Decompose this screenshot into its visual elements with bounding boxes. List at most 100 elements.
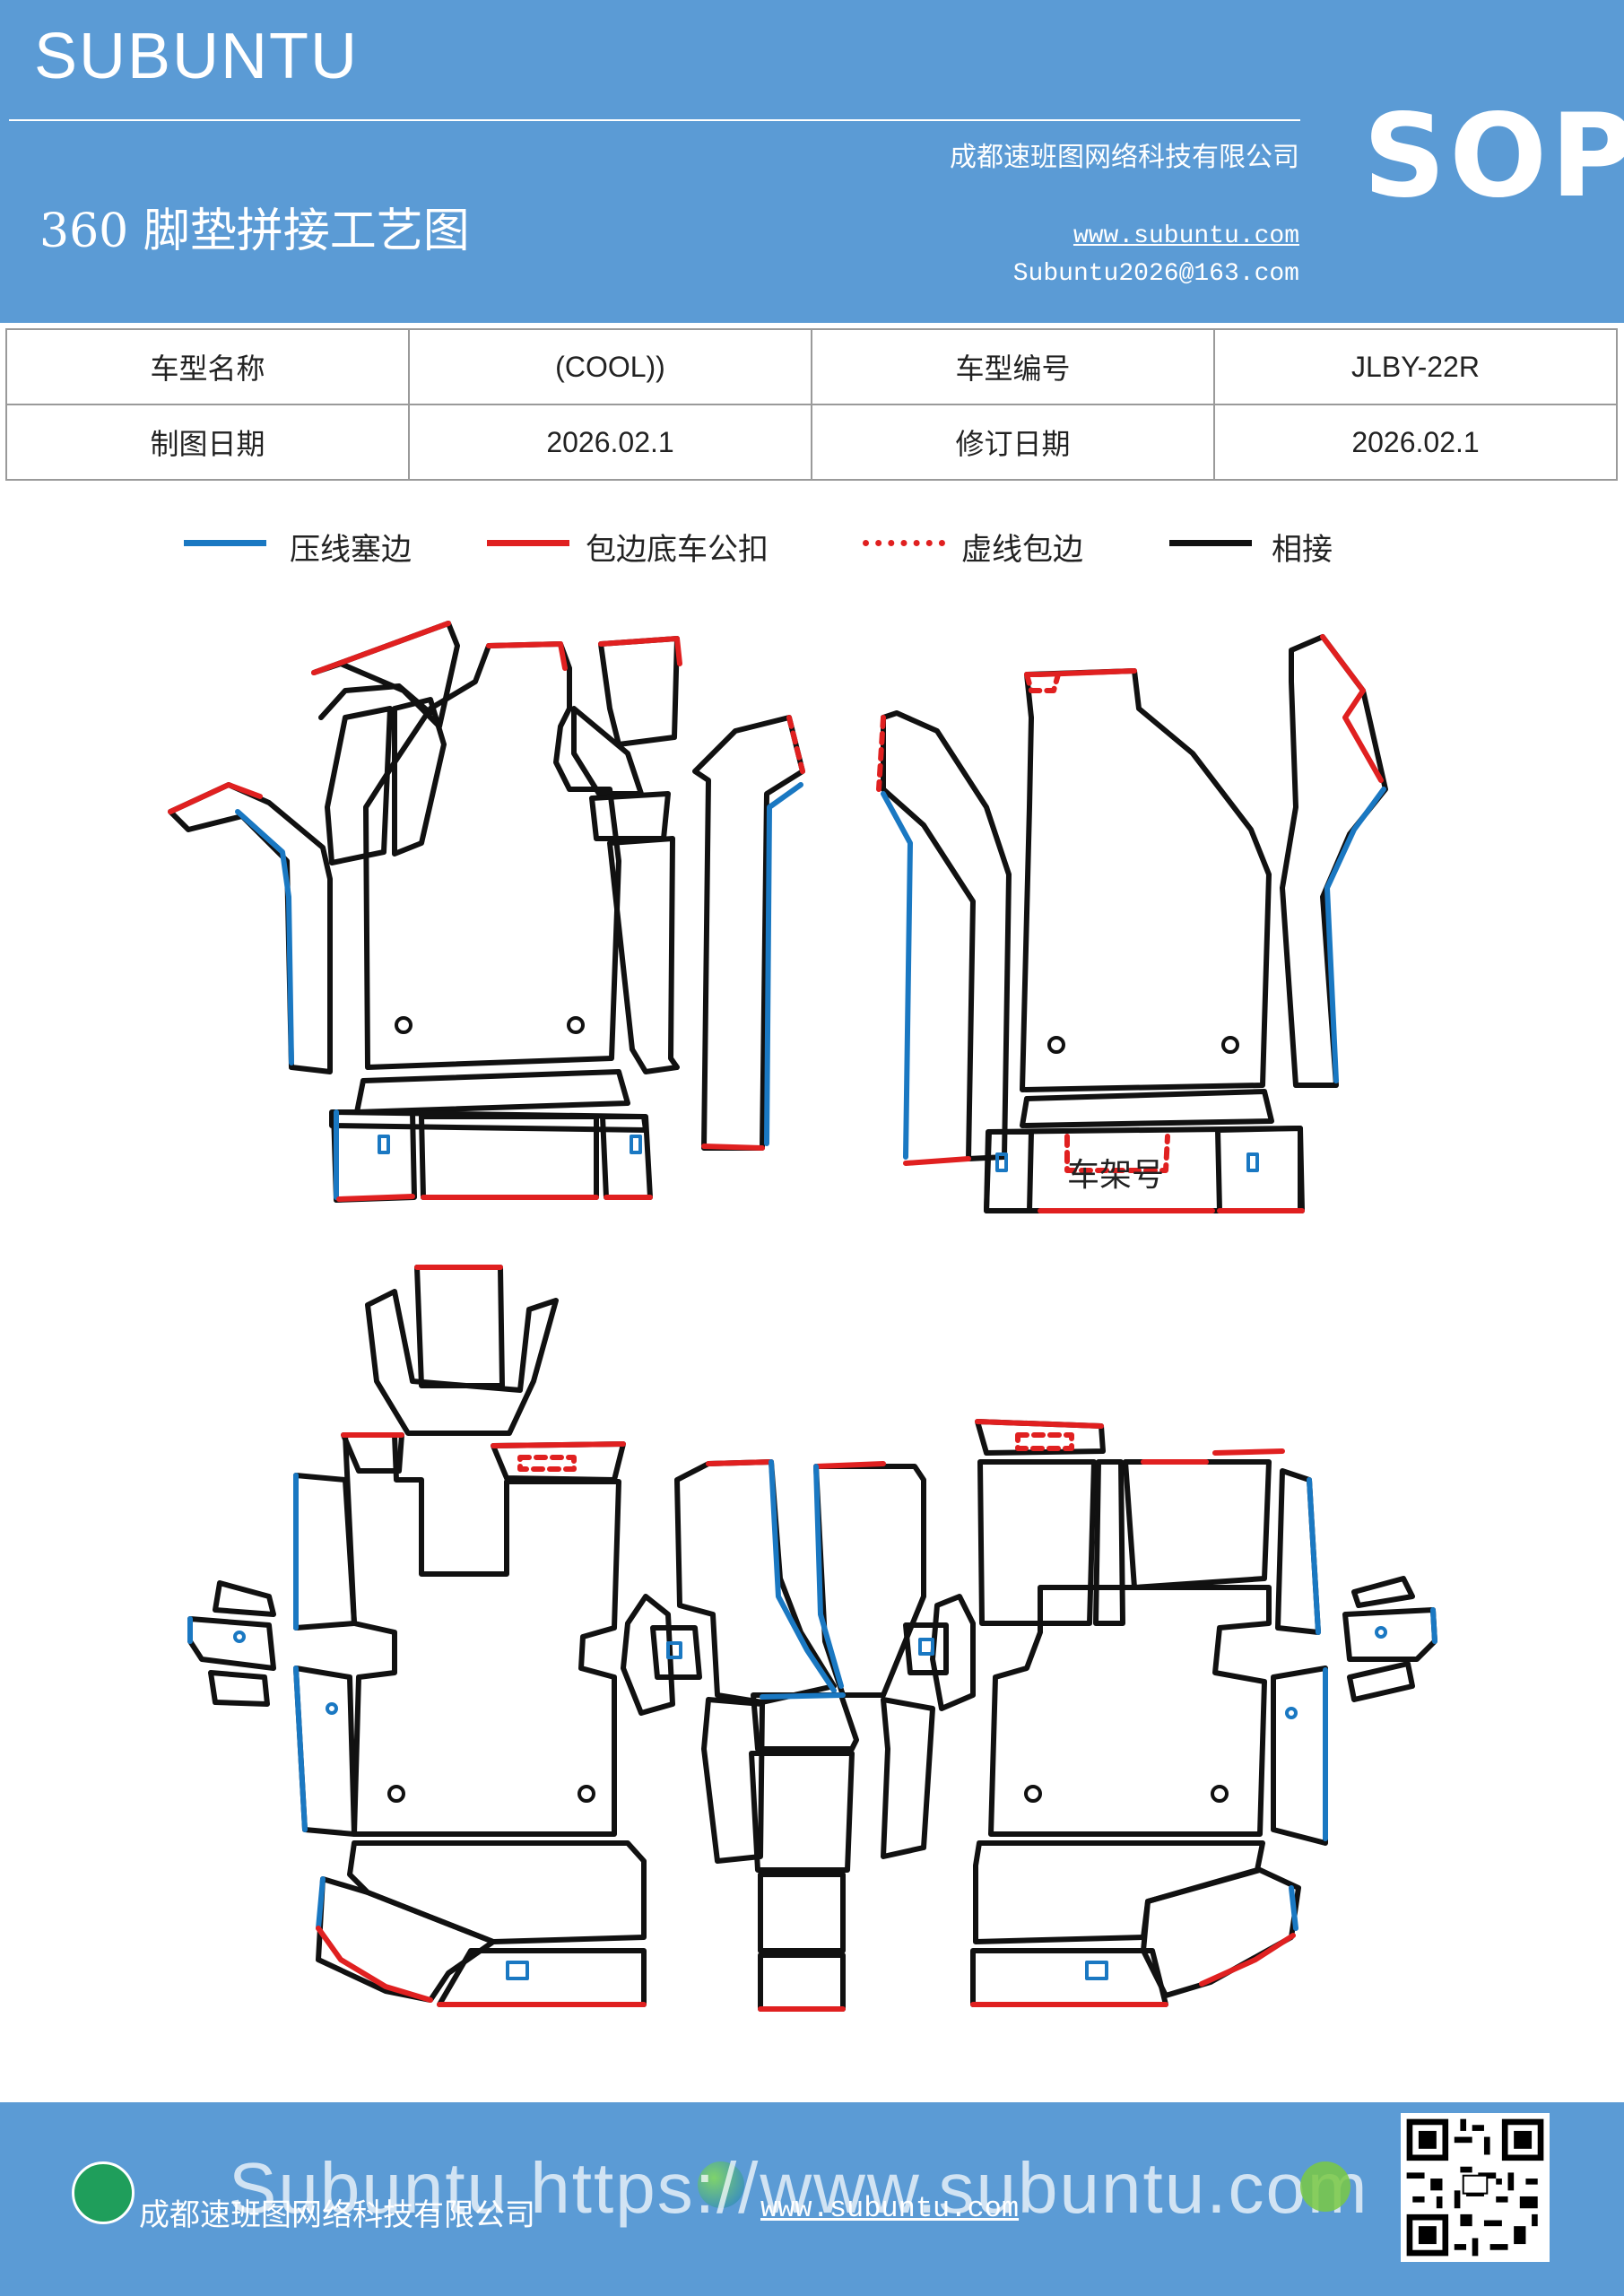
mat-hole (567, 1016, 585, 1034)
mat-hole (578, 1785, 595, 1803)
mat-hole (1221, 1036, 1239, 1054)
mat-clip (378, 1135, 390, 1154)
mat-edge-red (701, 1144, 765, 1151)
mat-edge-red (316, 1926, 433, 2003)
vin-label: 车架号 (1067, 1157, 1164, 1194)
mat-piece (1020, 1089, 1274, 1128)
mat-piece (347, 1840, 647, 1944)
mat-edge-red (706, 1459, 774, 1466)
mat-edge-blue (764, 782, 803, 1146)
legend-swatch (184, 540, 266, 546)
mat-clip (1285, 1707, 1298, 1719)
draw-date-label: 制图日期 (5, 404, 410, 481)
mat-piece (970, 1948, 1168, 2007)
mat-edge-red (598, 636, 682, 666)
mat-edge-red (336, 1194, 415, 1202)
mat-edge-blue (881, 791, 913, 1160)
mat-clip (1085, 1961, 1108, 1980)
sop-badge: SOP (1363, 90, 1624, 223)
brand-logo: SUBUNTU (34, 21, 360, 92)
mat-clip (506, 1961, 529, 1980)
mat-edge-red (1024, 668, 1137, 677)
mat-piece (363, 641, 621, 1070)
legend-label: 虚线包边 (961, 532, 1083, 568)
mat-piece (973, 1840, 1265, 1944)
mat-piece (589, 791, 671, 841)
mat-edge-red (786, 715, 805, 774)
model-code-label: 车型编号 (811, 328, 1215, 405)
mat-piece (1347, 1661, 1415, 1702)
mat-piece (187, 1616, 276, 1671)
legend-swatch (487, 540, 569, 546)
footer-company-name: 成都速班图网络科技有限公司 (139, 2197, 535, 2233)
mat-clip (666, 1641, 682, 1659)
mat-piece (988, 1585, 1272, 1837)
mat-piece (650, 1625, 702, 1680)
mat-piece (293, 1473, 357, 1631)
mat-piece (758, 1872, 846, 1953)
mat-piece (758, 1952, 846, 2012)
mat-piece (1351, 1576, 1415, 1608)
mat-hole (395, 1016, 413, 1034)
mat-hole (1211, 1785, 1229, 1803)
legend-swatch (1169, 540, 1252, 546)
mat-piece (881, 710, 1012, 1161)
legend-label: 压线塞边 (290, 532, 412, 568)
qr-code-icon[interactable] (1401, 2113, 1550, 2262)
front-left-mat-group (168, 621, 805, 1203)
email-address: Subuntu2026@163.com (1012, 260, 1299, 288)
vehicle-info-table: 车型名称 (COOL)) 车型编号 JLBY-22R 制图日期 2026.02.… (5, 328, 1618, 481)
mat-hole (1024, 1785, 1042, 1803)
mat-piece (881, 1697, 935, 1859)
rear-right-mat-group (903, 1419, 1437, 2007)
header-divider (9, 119, 1300, 121)
mat-edge-red (1199, 1933, 1296, 1987)
mat-edge-red (813, 1461, 886, 1469)
legend-label: 相接 (1272, 532, 1333, 568)
mat-piece (343, 1432, 621, 1837)
mat-piece (749, 1751, 855, 1873)
mat-edge-red (876, 715, 886, 792)
mat-edge-red (517, 1455, 577, 1472)
mat-clip (326, 1702, 338, 1715)
model-name-label: 车型名称 (5, 328, 410, 405)
document-title: 360 脚垫拼接工艺图 (39, 204, 470, 258)
mat-piece (813, 1464, 926, 1698)
mat-piece (316, 1876, 496, 2003)
mat-clip (630, 1135, 642, 1154)
mat-piece (392, 697, 447, 857)
mat-edge-red (311, 621, 451, 675)
mat-edge-red (1212, 1448, 1285, 1456)
mat-edge-blue (760, 1692, 846, 1700)
mat-edge-red (168, 782, 263, 814)
mat-edge-red (1320, 634, 1384, 783)
mat-piece (414, 1265, 505, 1388)
company-logo-icon (72, 2161, 135, 2224)
mat-piece (692, 715, 805, 1151)
revise-date-value: 2026.02.1 (1213, 404, 1618, 481)
mat-edge-red (1015, 1432, 1074, 1451)
mat-clip (1246, 1152, 1259, 1172)
mat-edge-blue (769, 1459, 837, 1693)
mat-piece (1123, 1459, 1272, 1590)
mat-edge-blue (293, 1665, 308, 1832)
mat-piece (1093, 1459, 1125, 1626)
footer-banner (0, 2102, 1624, 2296)
mat-piece (491, 1441, 626, 1483)
mat-piece (977, 1459, 1097, 1626)
mat-clip (1375, 1626, 1387, 1639)
footer-website-link[interactable]: www.subuntu.com (760, 2192, 1020, 2225)
mat-edge-red (975, 1419, 1104, 1429)
model-code-value: JLBY-22R (1213, 328, 1618, 405)
mat-piece (1271, 1665, 1328, 1846)
mat-piece (365, 1289, 559, 1436)
company-name: 成都速班图网络科技有限公司 (950, 142, 1299, 173)
mat-piece (984, 1129, 1034, 1213)
mat-hole (387, 1785, 405, 1803)
mat-piece (1215, 1126, 1305, 1213)
rear-left-mat-group (187, 1265, 702, 2007)
website-link[interactable]: www.subuntu.com (1073, 222, 1299, 250)
mat-piece (325, 706, 393, 865)
mat-edge-red (1064, 1134, 1170, 1173)
revise-date-label: 修订日期 (811, 404, 1215, 481)
